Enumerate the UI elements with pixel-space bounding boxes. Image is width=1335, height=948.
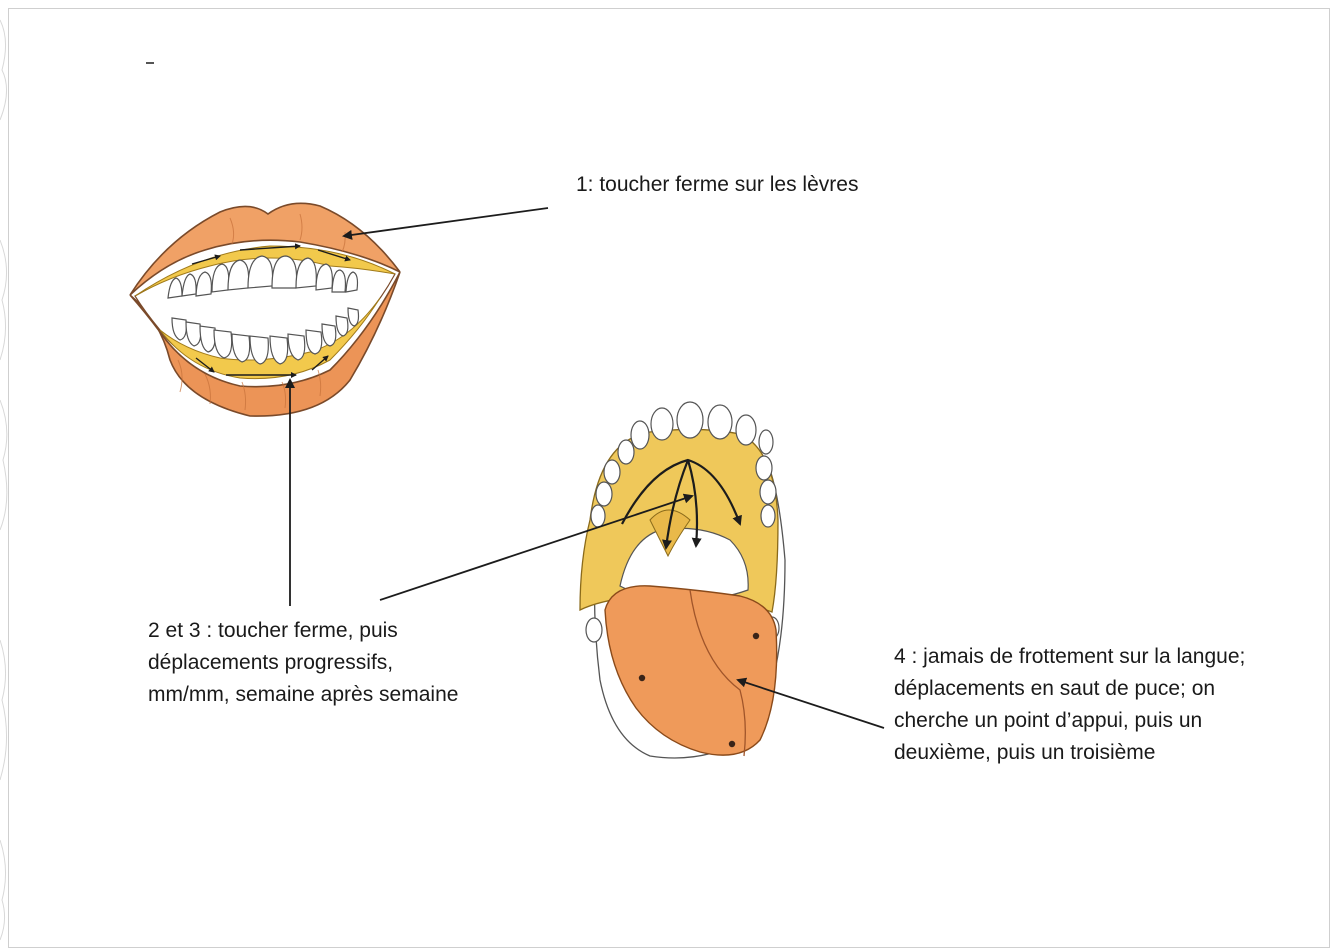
annotation-lips: 1: toucher ferme sur les lèvres: [576, 169, 996, 201]
annotation-gums: 2 et 3 : toucher ferme, puis déplacement…: [148, 615, 478, 711]
annotation-tongue: 4 : jamais de frottement sur la langue; …: [894, 641, 1264, 769]
tongue: [605, 586, 777, 755]
palate-tongue-illustration: [580, 402, 785, 758]
arrow-to-lips: [344, 208, 548, 236]
mouth-illustration: [130, 203, 400, 416]
